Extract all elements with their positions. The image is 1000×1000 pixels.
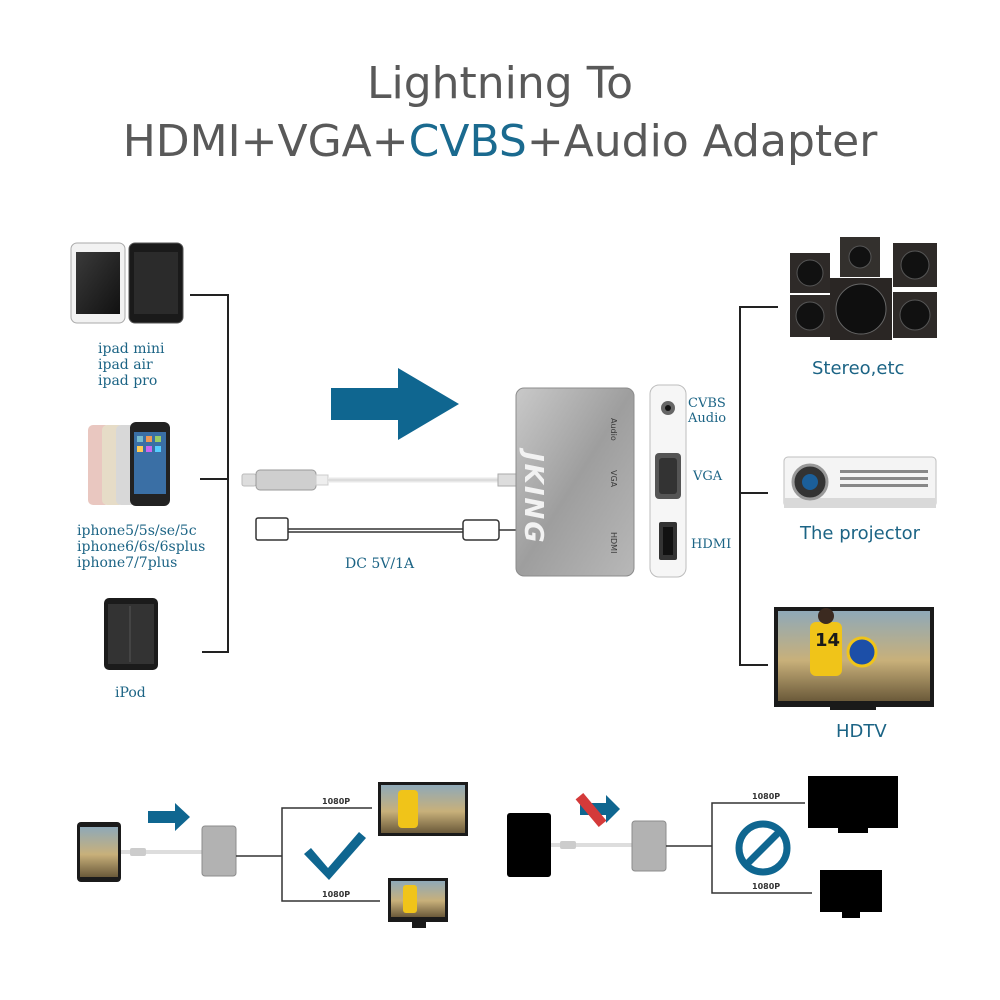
- iphone-image: [88, 422, 170, 506]
- hdtv-jersey-number: 14: [815, 630, 841, 651]
- prohibited-icon: [735, 820, 791, 876]
- adapter-body: [515, 384, 687, 578]
- ipod-image: [104, 598, 158, 670]
- adapter-brand: JKING: [518, 452, 548, 545]
- title-line-1: Lightning To: [366, 58, 634, 109]
- ipad-label-3: ipad pro: [98, 373, 158, 389]
- adapter-port-hdmi: HDMI: [609, 532, 618, 554]
- flow-arrow: [331, 368, 459, 440]
- title-part-b: +Audio Adapter: [526, 116, 878, 167]
- source-bracket: [190, 294, 229, 653]
- iphone-label-3: iphone7/7plus: [77, 555, 178, 571]
- example-right: [507, 776, 898, 918]
- audio-label: Audio: [688, 411, 727, 426]
- right-top-resolution: 1080P: [752, 792, 781, 801]
- ipad-label-2: ipad air: [98, 357, 153, 373]
- hdmi-label: HDMI: [691, 537, 732, 552]
- hdtv-label: HDTV: [836, 721, 887, 742]
- vga-label: VGA: [693, 469, 723, 484]
- cvbs-label: CVBS: [688, 396, 726, 411]
- stereo-label: Stereo,etc: [812, 358, 905, 379]
- ipod-label: iPod: [115, 685, 146, 701]
- adapter-port-vga: VGA: [609, 470, 618, 488]
- left-top-resolution: 1080P: [322, 797, 351, 806]
- iphone-label-2: iphone6/6s/6splus: [77, 539, 206, 555]
- example-left: [77, 782, 468, 928]
- title-line-2: HDMI+VGA+CVBS+Audio Adapter: [0, 116, 1000, 167]
- check-icon: [304, 832, 366, 880]
- iphone-label-1: iphone5/5s/se/5c: [77, 523, 197, 539]
- ipad-label-1: ipad mini: [98, 341, 165, 357]
- hdtv-image: [774, 607, 934, 710]
- left-bottom-resolution: 1080P: [322, 890, 351, 899]
- title-part-a: HDMI+VGA+: [122, 116, 409, 167]
- projector-image: [783, 456, 937, 508]
- output-bracket: [739, 306, 778, 666]
- projector-label: The projector: [800, 523, 921, 544]
- stereo-image: [790, 237, 937, 340]
- right-bottom-resolution: 1080P: [752, 882, 781, 891]
- ipad-image: [70, 242, 184, 324]
- lightning-cable: [241, 469, 519, 491]
- title-accent: CVBS: [408, 116, 527, 167]
- power-label: DC 5V/1A: [345, 556, 415, 572]
- adapter-port-audio: Audio: [609, 418, 618, 441]
- power-cable: [255, 517, 516, 541]
